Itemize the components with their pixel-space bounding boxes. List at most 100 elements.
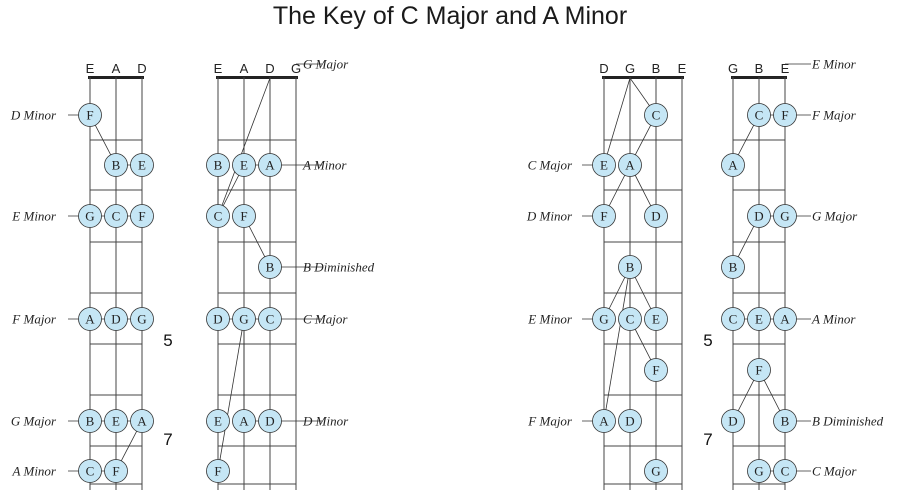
note-dot xyxy=(206,409,230,433)
chord-connector xyxy=(217,318,270,472)
note-dot xyxy=(592,153,616,177)
string-name-label: E xyxy=(86,61,95,76)
note-label: E xyxy=(214,414,222,429)
string-name-label: A xyxy=(240,61,249,76)
chord-name-label: D Minor xyxy=(526,209,573,224)
fret-number-marker: 7 xyxy=(163,430,172,449)
note-dot xyxy=(618,153,642,177)
chord-name-label: B Diminished xyxy=(812,414,884,429)
chord-name-label: E Minor xyxy=(811,57,857,72)
note-label: B xyxy=(112,158,121,173)
note-dot xyxy=(747,204,771,228)
note-dot xyxy=(104,459,128,483)
note-dot xyxy=(78,103,102,127)
chord-name-label: E Minor xyxy=(11,209,57,224)
note-dot xyxy=(206,307,230,331)
fret-number-marker: 7 xyxy=(703,430,712,449)
note-label: F xyxy=(755,363,762,378)
note-label: F xyxy=(214,464,221,479)
note-dot xyxy=(644,358,668,382)
note-dot xyxy=(258,409,282,433)
note-label: F xyxy=(86,108,93,123)
note-dot xyxy=(104,153,128,177)
note-label: A xyxy=(265,158,275,173)
note-label: D xyxy=(728,414,737,429)
note-label: G xyxy=(754,464,763,479)
note-label: A xyxy=(780,312,790,327)
chord-name-label: C Major xyxy=(303,312,348,327)
note-dot xyxy=(644,459,668,483)
note-label: D xyxy=(111,312,120,327)
note-label: C xyxy=(652,108,661,123)
note-label: F xyxy=(112,464,119,479)
note-dot xyxy=(592,409,616,433)
note-dot xyxy=(644,307,668,331)
note-label: E xyxy=(755,312,763,327)
note-label: A xyxy=(625,158,635,173)
string-name-label: G xyxy=(291,61,301,76)
note-label: C xyxy=(781,464,790,479)
fret-number-marker: 5 xyxy=(703,331,712,350)
note-dot xyxy=(232,307,256,331)
note-dot xyxy=(773,204,797,228)
string-name-label: D xyxy=(599,61,608,76)
note-label: A xyxy=(728,158,738,173)
string-name-label: G xyxy=(728,61,738,76)
note-dot xyxy=(721,409,745,433)
note-label: F xyxy=(240,209,247,224)
note-dot xyxy=(206,153,230,177)
string-name-label: G xyxy=(625,61,635,76)
note-label: C xyxy=(266,312,275,327)
note-label: E xyxy=(112,414,120,429)
note-label: B xyxy=(266,260,275,275)
string-name-label: E xyxy=(781,61,790,76)
note-label: B xyxy=(729,260,738,275)
chord-name-label: E Minor xyxy=(527,312,573,327)
note-label: C xyxy=(626,312,635,327)
note-dot xyxy=(78,459,102,483)
note-dot xyxy=(721,307,745,331)
note-label: D xyxy=(651,209,660,224)
note-label: D xyxy=(754,209,763,224)
note-dot xyxy=(747,103,771,127)
note-dot xyxy=(104,409,128,433)
note-dot xyxy=(206,204,230,228)
note-label: B xyxy=(781,414,790,429)
note-dot xyxy=(232,153,256,177)
note-dot xyxy=(232,204,256,228)
chord-name-label: A Minor xyxy=(302,158,347,173)
chord-name-label: G Major xyxy=(11,414,57,429)
note-dot xyxy=(78,204,102,228)
chord-name-label: F Major xyxy=(811,108,857,123)
note-label: G xyxy=(780,209,789,224)
note-dot xyxy=(773,307,797,331)
string-name-label: D xyxy=(265,61,274,76)
note-dot xyxy=(747,358,771,382)
note-label: A xyxy=(599,414,609,429)
chord-connector xyxy=(217,77,296,217)
note-label: B xyxy=(214,158,223,173)
chord-name-label: A Minor xyxy=(12,464,57,479)
note-dot xyxy=(618,409,642,433)
note-dot xyxy=(130,409,154,433)
note-dot xyxy=(232,409,256,433)
note-label: F xyxy=(652,363,659,378)
note-label: C xyxy=(755,108,764,123)
note-dot xyxy=(258,307,282,331)
string-name-label: A xyxy=(112,61,121,76)
chord-name-label: F Major xyxy=(11,312,57,327)
note-dot xyxy=(130,307,154,331)
note-dot xyxy=(644,103,668,127)
string-name-label: B xyxy=(652,61,661,76)
note-label: E xyxy=(652,312,660,327)
note-label: E xyxy=(600,158,608,173)
chord-name-label: D Minor xyxy=(10,108,57,123)
note-label: G xyxy=(85,209,94,224)
note-label: C xyxy=(86,464,95,479)
note-dot xyxy=(130,153,154,177)
note-label: C xyxy=(214,209,223,224)
note-label: D xyxy=(213,312,222,327)
note-dot xyxy=(721,153,745,177)
chord-name-label: D Minor xyxy=(302,414,349,429)
